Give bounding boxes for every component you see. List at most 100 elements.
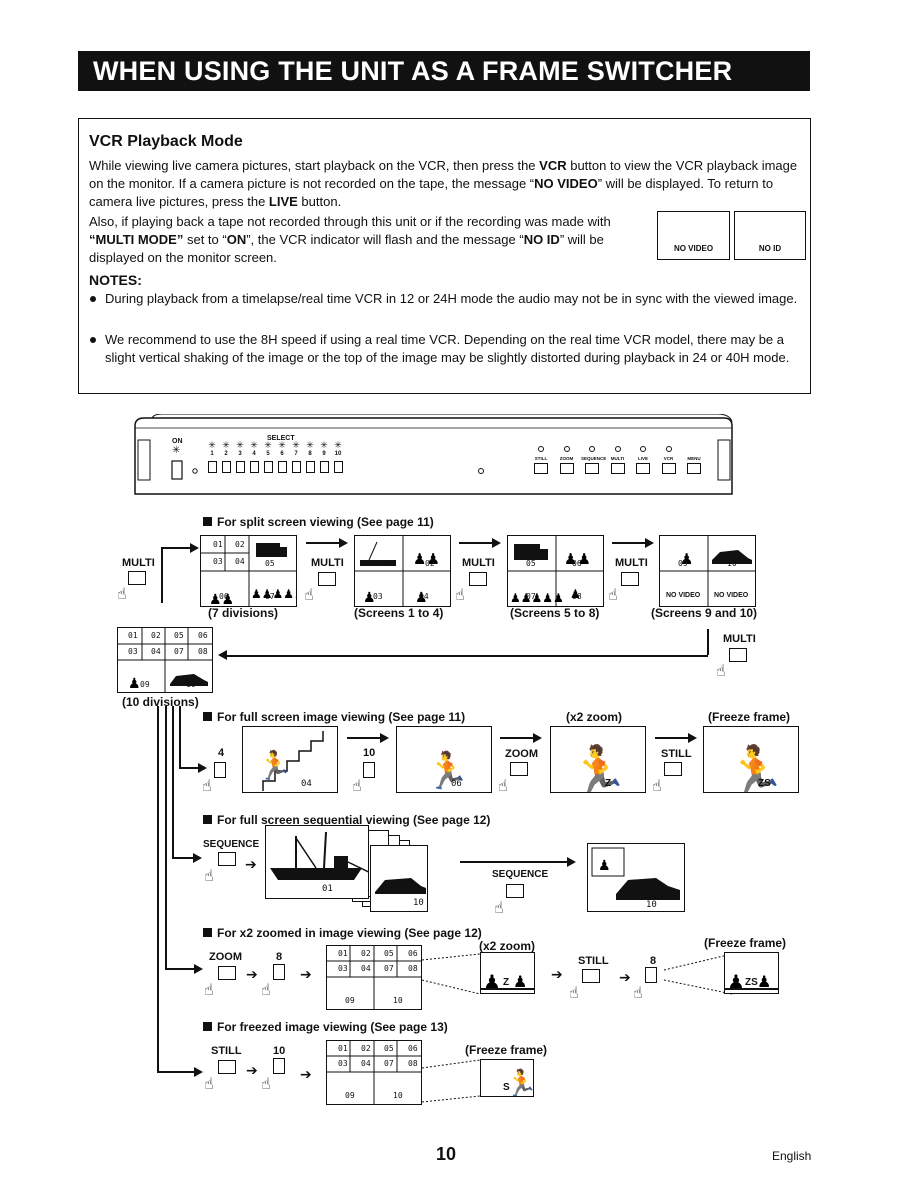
- camera-10-button-icon[interactable]: [363, 762, 375, 778]
- panel-button-sequence[interactable]: SEQUENCE: [581, 446, 607, 474]
- panel-button-key[interactable]: [610, 463, 625, 474]
- arrow-right-icon: ➔: [246, 966, 258, 982]
- panel-button-multi[interactable]: MULTI: [607, 446, 629, 474]
- panel-button-menu[interactable]: MENU: [683, 446, 705, 474]
- camera-button[interactable]: [305, 461, 315, 473]
- panel-button-still[interactable]: STILL: [530, 446, 552, 474]
- svg-text:♟: ♟: [757, 974, 771, 991]
- still-button-icon[interactable]: [664, 762, 682, 776]
- sequence-button-icon[interactable]: [218, 852, 236, 866]
- freeze-heading: For freezed image viewing (See page 13): [217, 1020, 448, 1034]
- camera-number-label: 10: [334, 451, 342, 457]
- camera-button[interactable]: [333, 461, 343, 473]
- svg-text:♟: ♟: [727, 972, 745, 993]
- multi-button-icon[interactable]: [128, 571, 146, 585]
- camera-button[interactable]: [207, 461, 217, 473]
- x2-zoom-caption: (x2 zoom): [479, 939, 536, 953]
- multi-button-icon[interactable]: [621, 572, 639, 586]
- multi-button-icon[interactable]: [469, 572, 487, 586]
- arrow-right-icon: [688, 733, 697, 743]
- arrow-line: [655, 737, 689, 739]
- camera-number-label: 2: [224, 451, 228, 457]
- camera-4-button-icon[interactable]: [214, 762, 226, 778]
- panel-button-key[interactable]: [559, 463, 574, 474]
- still-button-icon[interactable]: [582, 969, 600, 983]
- square-bullet-icon: [203, 517, 212, 526]
- caption-screens-1-4: (Screens 1 to 4): [354, 606, 444, 620]
- camera-button[interactable]: [291, 461, 301, 473]
- panel-button-label: MENU: [687, 456, 701, 461]
- camera-8-button-icon[interactable]: [645, 967, 657, 983]
- camera-select-10[interactable]: ✳10: [332, 441, 344, 473]
- full-heading: For full screen image viewing (See page …: [217, 710, 466, 724]
- freeze-frame-caption: (Freeze frame): [704, 936, 787, 950]
- hand-press-icon: ☝: [652, 778, 662, 795]
- camera-button[interactable]: [249, 461, 259, 473]
- sequence-button-icon[interactable]: [506, 884, 524, 898]
- multi-button-icon[interactable]: [318, 572, 336, 586]
- camera-8-button-icon[interactable]: [273, 964, 285, 980]
- panel-button-label: SEQUENCE: [581, 456, 607, 461]
- panel-button-key[interactable]: [585, 463, 599, 474]
- panel-button-vcr[interactable]: VCR: [658, 446, 680, 474]
- camera-number-label: 8: [308, 451, 312, 457]
- screen-10-divisions: ♟ 01 02 05 06 03 04 07 08 09 10: [117, 627, 213, 693]
- panel-button-key[interactable]: [534, 463, 548, 474]
- panel-button-key[interactable]: [636, 463, 650, 474]
- panel-button-live[interactable]: LIVE: [632, 446, 654, 474]
- hand-press-icon: ☝: [494, 900, 504, 917]
- camera-select-3[interactable]: ✳3: [234, 441, 246, 473]
- indicator-led: [665, 446, 672, 452]
- connector-line: [161, 547, 191, 549]
- camera-select-6[interactable]: ✳6: [276, 441, 288, 473]
- camera-button[interactable]: [221, 461, 231, 473]
- zoom-button-icon[interactable]: [510, 762, 528, 776]
- arrow-left-icon: [218, 650, 227, 660]
- dashed-guide: [663, 953, 733, 995]
- indicator-icon: ✳: [236, 440, 244, 450]
- camera-button[interactable]: [235, 461, 245, 473]
- flow-line: [179, 706, 181, 768]
- arrow-line: [459, 542, 493, 544]
- vcr-paragraph-2: Also, if playing back a tape not recorde…: [89, 214, 611, 265]
- page-banner: WHEN USING THE UNIT AS A FRAME SWITCHER: [78, 51, 810, 91]
- panel-button-zoom[interactable]: ZOOM: [556, 446, 578, 474]
- panel-button-key[interactable]: [687, 463, 701, 474]
- camera-select-9[interactable]: ✳9: [318, 441, 330, 473]
- camera-button[interactable]: [263, 461, 273, 473]
- camera-10-button-icon[interactable]: [273, 1058, 285, 1074]
- arrow-right-icon: ➔: [300, 1066, 312, 1082]
- camera-button[interactable]: [319, 461, 329, 473]
- camera-select-1[interactable]: ✳1: [206, 441, 218, 473]
- panel-button-label: MULTI: [610, 456, 625, 461]
- indicator-icon: ✳: [334, 440, 342, 450]
- indicator-icon: ✳: [222, 440, 230, 450]
- arrow-right-icon: [194, 964, 203, 974]
- camera-select-4[interactable]: ✳4: [248, 441, 260, 473]
- indicator-icon: ✳: [320, 440, 328, 450]
- panel-button-label: LIVE: [637, 456, 648, 461]
- panel-button-key[interactable]: [661, 463, 676, 474]
- arrow-right-icon: [190, 543, 199, 553]
- camera-button[interactable]: [277, 461, 287, 473]
- svg-text:♟: ♟: [598, 857, 611, 873]
- arrow-line: [460, 861, 568, 863]
- camera-select-2[interactable]: ✳2: [220, 441, 232, 473]
- screen-full-04: 🏃 04: [242, 726, 338, 793]
- key-10-label: 10: [363, 747, 376, 759]
- camera-select-5[interactable]: ✳5: [262, 441, 274, 473]
- still-button-icon[interactable]: [218, 1060, 236, 1074]
- zoom-button-icon[interactable]: [218, 966, 236, 980]
- camera-number-label: 6: [280, 451, 284, 457]
- panel-button-label: VCR: [663, 456, 674, 461]
- no-video-label: NO VIDEO: [666, 592, 701, 599]
- sequence-label: SEQUENCE: [492, 869, 549, 880]
- camera-select-8[interactable]: ✳8: [304, 441, 316, 473]
- camera-select-7[interactable]: ✳7: [290, 441, 302, 473]
- svg-text:♟: ♟: [680, 551, 693, 568]
- camera-number-label: 7: [294, 451, 298, 457]
- arrow-right-icon: [492, 538, 501, 548]
- multi-label: MULTI: [615, 557, 648, 569]
- indicator-icon: ✳: [208, 440, 216, 450]
- multi-button-icon[interactable]: [729, 648, 747, 662]
